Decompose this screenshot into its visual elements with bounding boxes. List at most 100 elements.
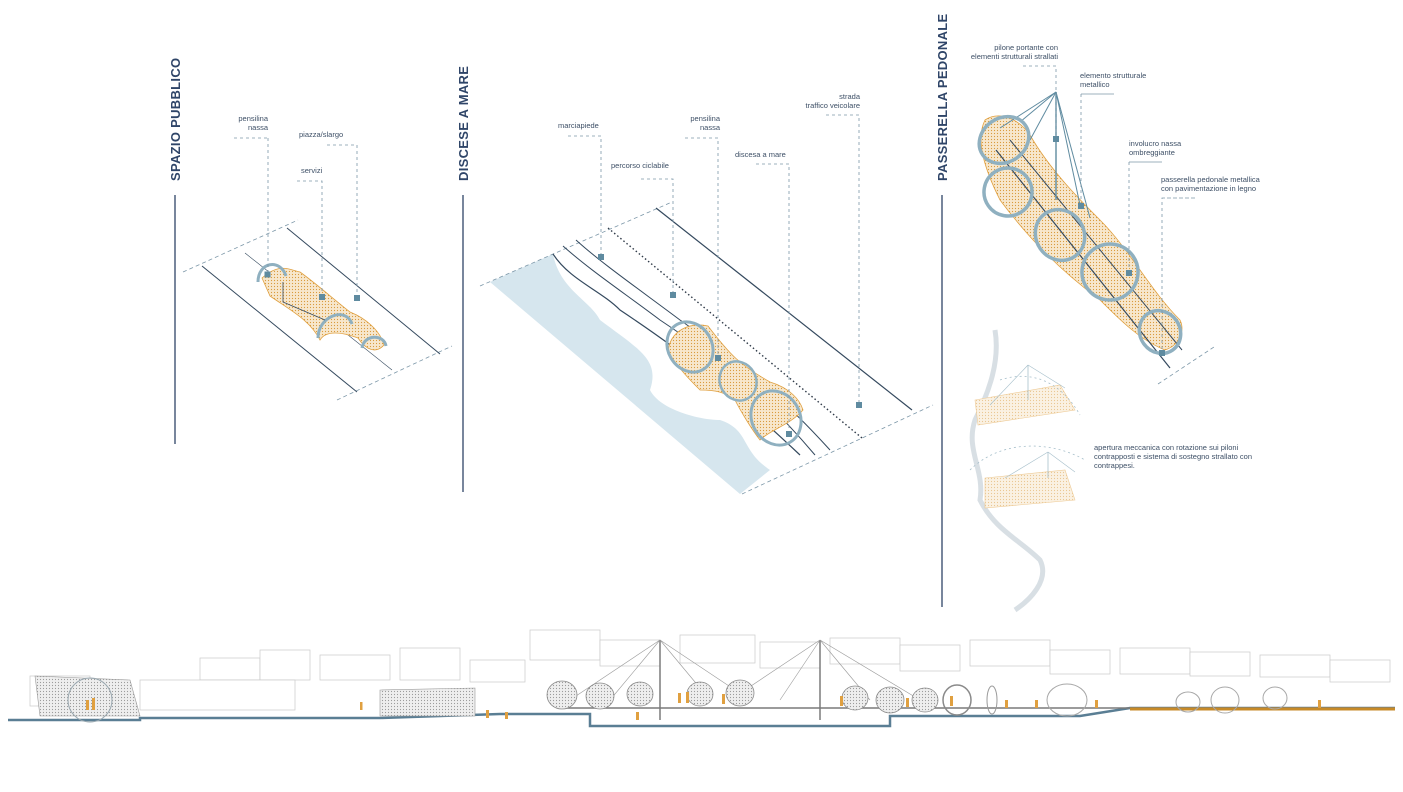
ground-line bbox=[8, 706, 1395, 728]
label-marciapiede: marciapiede bbox=[558, 121, 599, 130]
discese-a-mare-drawing bbox=[479, 114, 934, 495]
drawing-stroke bbox=[546, 680, 578, 710]
drawing-stroke bbox=[379, 687, 476, 717]
drawing-stroke bbox=[969, 445, 1086, 471]
drawing-stroke bbox=[1262, 686, 1288, 710]
drawing-stroke bbox=[1119, 647, 1191, 675]
drawing-stroke bbox=[722, 694, 725, 704]
drawing-stroke bbox=[1175, 691, 1201, 713]
drawing-stroke bbox=[399, 647, 461, 681]
drawing-stroke bbox=[1049, 649, 1111, 675]
drawing-stroke bbox=[986, 685, 998, 715]
drawing-stroke bbox=[999, 91, 1057, 129]
marker-discesa bbox=[786, 431, 792, 437]
drawing-stroke bbox=[1128, 161, 1162, 272]
drawing-stroke bbox=[1189, 651, 1251, 677]
drawing-stroke bbox=[1019, 91, 1057, 123]
drawing-stroke bbox=[686, 692, 689, 703]
drawing-stroke bbox=[261, 267, 385, 351]
drawing-stroke bbox=[336, 345, 453, 401]
label-passerella-metallica: passerella pedonale metallica con pavime… bbox=[1161, 175, 1260, 193]
label-strada-traffico-veicolare: strada traffico veicolare bbox=[805, 92, 860, 110]
drawing-stroke bbox=[686, 681, 714, 707]
marker-involucro bbox=[1126, 270, 1132, 276]
drawing-stroke bbox=[826, 114, 860, 404]
drawing-stroke bbox=[667, 324, 804, 441]
marker-percorso-ciclabile bbox=[670, 292, 676, 298]
passerella-drawing bbox=[969, 65, 1215, 613]
drawing-stroke bbox=[678, 693, 681, 703]
drawing-stroke bbox=[980, 115, 1183, 351]
drawing-stroke bbox=[1329, 659, 1391, 683]
drawing-stroke bbox=[316, 313, 354, 339]
drawing-stroke bbox=[182, 219, 299, 273]
drawing-stroke bbox=[286, 227, 441, 355]
drawing-stroke bbox=[282, 282, 326, 321]
drawing-stroke bbox=[86, 700, 89, 710]
drawing-stroke bbox=[969, 329, 1046, 613]
drawing-stroke bbox=[360, 702, 363, 710]
drawing-stroke bbox=[479, 201, 673, 287]
marker-passerella bbox=[1159, 350, 1165, 356]
drawing-stroke bbox=[1210, 686, 1240, 714]
label-apertura-meccanica: apertura meccanica con rotazione sui pil… bbox=[1094, 443, 1253, 470]
drawing-stroke bbox=[741, 404, 934, 495]
drawing-stroke bbox=[469, 659, 526, 683]
drawing-stroke bbox=[1161, 197, 1196, 352]
drawing-stroke bbox=[1035, 700, 1038, 708]
drawing-stroke bbox=[599, 639, 661, 667]
label-servizi: servizi bbox=[301, 166, 323, 175]
label-pilone-portante: pilone portante con elementi strutturali… bbox=[970, 43, 1058, 61]
drawing-stroke bbox=[875, 686, 905, 714]
drawing-stroke bbox=[841, 685, 869, 711]
drawing-stroke bbox=[67, 677, 113, 723]
marker-pensilina-2 bbox=[715, 355, 721, 361]
drawing-stroke bbox=[199, 657, 261, 681]
drawing-stroke bbox=[486, 710, 489, 718]
drawing-stroke bbox=[899, 644, 961, 672]
drawing-stroke bbox=[679, 634, 756, 664]
long-section bbox=[8, 629, 1395, 728]
drawing-stroke bbox=[1005, 700, 1008, 708]
marker-elemento bbox=[1078, 203, 1084, 209]
drawing-stroke bbox=[655, 207, 913, 411]
marker-servizi bbox=[319, 294, 325, 300]
label-percorso-ciclabile: percorso ciclabile bbox=[611, 161, 669, 170]
drawing-stroke bbox=[1046, 683, 1088, 717]
drawing-stroke bbox=[685, 137, 719, 357]
drawing-stroke bbox=[1033, 207, 1087, 263]
drawing-stroke bbox=[779, 639, 821, 701]
drawing-stroke bbox=[840, 696, 843, 706]
drawing-stroke bbox=[92, 698, 95, 710]
drawing-stroke bbox=[327, 144, 358, 298]
drawing-stroke bbox=[1080, 93, 1114, 205]
drawing-stroke bbox=[1055, 91, 1081, 206]
label-pensilina-nassa-1: pensilina nassa bbox=[238, 114, 268, 132]
drawing-stroke bbox=[297, 180, 323, 297]
drawing-stroke bbox=[139, 679, 296, 711]
drawing-stroke bbox=[756, 163, 790, 433]
drawing-stroke bbox=[529, 629, 601, 661]
drawing-stroke bbox=[665, 320, 715, 374]
drawing-stroke bbox=[626, 681, 654, 707]
drawing-stroke bbox=[911, 687, 939, 713]
drawing-stroke bbox=[201, 265, 358, 393]
drawing-stroke bbox=[718, 360, 758, 402]
drawing-stroke bbox=[360, 335, 388, 349]
drawing-stroke bbox=[1047, 451, 1076, 473]
drawing-stroke bbox=[1259, 654, 1331, 678]
drawing-stroke bbox=[1023, 65, 1057, 138]
drawing-stroke bbox=[568, 135, 602, 256]
marker-pilone bbox=[1053, 136, 1059, 142]
drawing-stroke bbox=[942, 684, 972, 716]
opening-mechanism-sketch bbox=[969, 329, 1086, 613]
drawing-stroke bbox=[546, 679, 939, 714]
drawing-stroke bbox=[505, 712, 508, 719]
drawing-stroke bbox=[636, 712, 639, 720]
drawing-stroke bbox=[974, 384, 1076, 426]
marker-marciapiede bbox=[598, 254, 604, 260]
drawing-stroke bbox=[86, 692, 1321, 720]
label-discesa-a-mare: discesa a mare bbox=[735, 150, 786, 159]
